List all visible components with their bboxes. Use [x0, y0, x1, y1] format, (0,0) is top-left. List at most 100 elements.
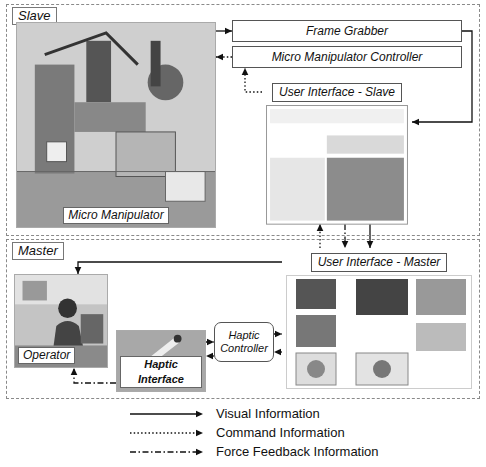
arrow-head: [196, 449, 203, 456]
illustration-shape: [416, 323, 466, 351]
connector: [242, 68, 262, 92]
illustration: [17, 23, 215, 227]
node-label: Micro Manipulator: [63, 207, 168, 224]
manipulator-photo: Micro Manipulator: [16, 22, 216, 228]
illustration-shape: [74, 102, 145, 132]
node-label: Micro Manipulator Controller: [272, 50, 423, 64]
operator-photo: Operator: [14, 274, 108, 368]
legend-text: Force Feedback Information: [216, 444, 379, 460]
illustration-shape: [116, 132, 175, 177]
process-box: Frame Grabber: [232, 20, 462, 42]
slave-region: SlaveMicro ManipulatorFrame GrabberMicro…: [6, 4, 480, 236]
illustration-shape: [296, 279, 336, 309]
illustration-shape: [270, 109, 404, 123]
illustration-shape: [356, 353, 408, 385]
illustration-shape: [15, 275, 107, 304]
node-label: Operator: [18, 347, 75, 364]
legend-line: [130, 432, 196, 433]
arrow-head: [225, 28, 232, 35]
illustration-shape: [296, 315, 336, 347]
arrow-head: [274, 349, 281, 356]
illustration-shape: [174, 335, 182, 343]
illustration-shape: [327, 158, 404, 221]
illustration-shape: [86, 41, 111, 102]
node-label: User Interface - Slave: [272, 83, 402, 102]
connector: [342, 224, 349, 248]
illustration-shape: [117, 331, 205, 391]
connector: [367, 224, 374, 248]
illustration-shape: [151, 41, 161, 87]
arrow-head: [196, 411, 203, 418]
connector: [216, 28, 232, 35]
legend-text: Visual Information: [216, 406, 320, 422]
legend-line: [130, 413, 196, 414]
arrow-head: [275, 331, 282, 338]
process-box: Micro Manipulator Controller: [232, 46, 462, 68]
interface-panel: User Interface - Slave: [262, 78, 412, 224]
connector-line: [74, 368, 116, 383]
arrow-head: [342, 241, 349, 248]
illustration-shape: [166, 172, 206, 202]
arrow-head: [412, 119, 419, 126]
arrow-head: [71, 368, 78, 375]
illustration: [286, 275, 472, 389]
haptic-photo: Haptic Interface: [116, 330, 206, 392]
interface-panel: User Interface - Master: [282, 248, 476, 392]
arrow-head: [75, 267, 82, 274]
connector: [216, 54, 232, 61]
illustration-shape: [17, 23, 215, 227]
legend-row: Visual Information: [128, 405, 320, 423]
illustration-shape: [45, 33, 138, 65]
illustration-shape: [373, 360, 391, 378]
illustration-shape: [15, 275, 107, 367]
illustration-shape: [267, 106, 408, 225]
node-label: User Interface - Master: [311, 253, 448, 272]
illustration-shape: [416, 279, 466, 315]
illustration-shape: [47, 142, 67, 162]
connector: [274, 349, 282, 356]
legend-sample: [128, 446, 204, 458]
controller-box: Haptic Controller: [214, 322, 274, 362]
illustration-shape: [81, 314, 104, 343]
legend-row: Command Information: [128, 424, 345, 442]
arrow-head: [206, 353, 213, 360]
illustration: [266, 105, 408, 225]
legend-row: Force Feedback Information: [128, 443, 379, 461]
arrow-head: [196, 430, 203, 437]
arrow-head: [367, 241, 374, 248]
connector-line: [412, 31, 472, 122]
node-label: Frame Grabber: [306, 24, 388, 38]
node-label: Haptic Controller: [217, 329, 271, 354]
arrow-head: [242, 68, 249, 75]
legend-line: [130, 451, 196, 452]
legend-sample: [128, 427, 204, 439]
connector: [206, 339, 214, 346]
region-heading: Master: [12, 242, 64, 260]
node-label: Haptic Interface: [120, 356, 202, 388]
illustration-shape: [287, 276, 472, 389]
illustration-shape: [58, 298, 77, 318]
master-region: MasterUser Interface - MasterOperatorHap…: [6, 239, 480, 399]
illustration-shape: [356, 279, 408, 315]
illustration-shape: [327, 135, 404, 153]
connector: [274, 331, 282, 338]
arrow-head: [216, 54, 223, 61]
illustration-shape: [23, 281, 47, 301]
connector: [75, 262, 282, 274]
legend-text: Command Information: [216, 425, 345, 441]
legend-sample: [128, 408, 204, 420]
connector-line: [245, 68, 262, 92]
connector-line: [78, 262, 282, 274]
illustration-shape: [17, 171, 215, 172]
illustration-shape: [15, 345, 107, 367]
arrow-head: [317, 224, 324, 231]
connector: [71, 368, 116, 383]
illustration-shape: [35, 65, 75, 174]
connector: [206, 353, 214, 360]
illustration-shape: [17, 172, 215, 227]
arrow-head: [207, 339, 214, 346]
connector: [317, 224, 324, 248]
illustration-shape: [296, 353, 336, 385]
illustration-shape: [270, 158, 325, 221]
